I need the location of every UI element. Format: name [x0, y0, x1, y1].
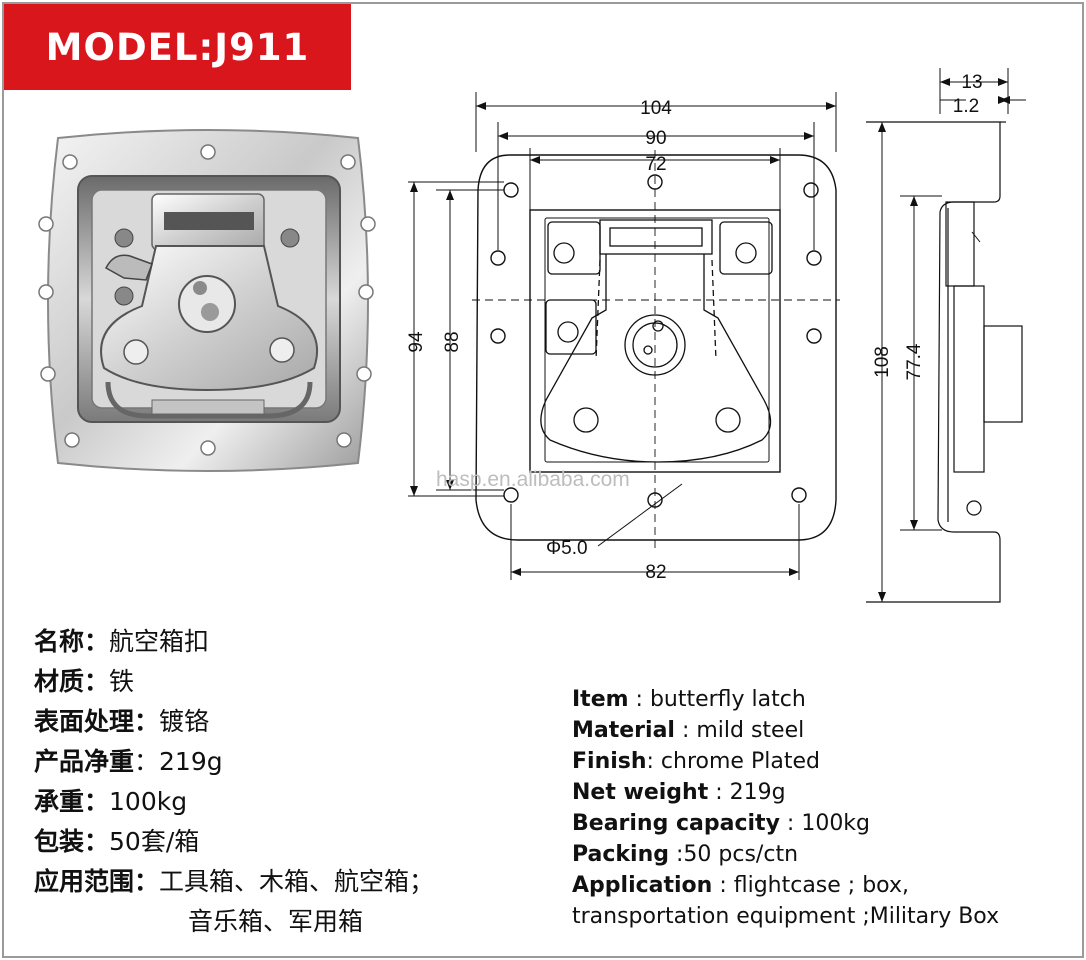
cn-spec-row: 产品净重：219g [34, 742, 554, 782]
model-title: MODEL:J911 [45, 25, 310, 69]
en-spec-key: Packing [572, 842, 670, 867]
english-spec-list: Item : butterfly latch Material : mild s… [572, 684, 1072, 932]
dim-88: 88 [442, 331, 463, 352]
en-spec-row: Item : butterfly latch [572, 684, 1072, 715]
en-spec-value: : 219g [708, 780, 786, 805]
en-spec-row: Net weight : 219g [572, 777, 1072, 808]
en-spec-value: : flightcase ; box, [712, 873, 909, 898]
en-spec-value: : chrome Plated [646, 749, 820, 774]
cn-spec-row: 名称：航空箱扣 [34, 622, 554, 662]
dim-72: 72 [645, 154, 666, 175]
technical-drawing: 104 90 72 94 88 Φ5.0 82 13 1.2 108 77.4 … [406, 68, 1026, 603]
cn-spec-row: 包装：50套/箱 [34, 822, 554, 862]
en-spec-row: Material : mild steel [572, 715, 1072, 746]
cn-spec-value: ：219g [134, 747, 223, 776]
cn-spec-key: 名称： [34, 627, 110, 656]
en-spec-continuation: transportation equipment ;Military Box [572, 904, 1000, 929]
en-spec-key: Item [572, 687, 629, 712]
cn-spec-row: 表面处理：镀铬 [34, 702, 554, 742]
en-spec-value: : mild steel [674, 718, 805, 743]
chinese-spec-list: 名称：航空箱扣 材质：铁 表面处理：镀铬 产品净重：219g 承重：100kg … [34, 622, 554, 942]
cn-spec-value: 工具箱、木箱、航空箱； [159, 867, 435, 896]
cn-spec-row: 承重：100kg [34, 782, 554, 822]
cn-spec-value: 铁 [109, 667, 135, 696]
cn-spec-key: 包装： [34, 827, 110, 856]
en-spec-key: Application [572, 873, 713, 898]
dim-104: 104 [640, 98, 672, 119]
en-spec-key: Net weight [572, 780, 709, 805]
cn-spec-key: 应用范围： [34, 867, 160, 896]
dim-hole-dia: Φ5.0 [546, 538, 588, 559]
cn-spec-row: 应用范围：工具箱、木箱、航空箱； [34, 862, 554, 902]
cn-spec-value: 航空箱扣 [109, 627, 210, 656]
en-spec-row: Packing :50 pcs/ctn [572, 839, 1072, 870]
en-spec-row: Bearing capacity : 100kg [572, 808, 1072, 839]
cn-spec-key: 承重： [34, 787, 110, 816]
dim-90: 90 [645, 128, 666, 149]
product-photo [38, 129, 376, 472]
en-spec-key: Finish [572, 749, 647, 774]
en-spec-value: : butterfly latch [628, 687, 806, 712]
en-spec-key: Material [572, 718, 675, 743]
en-spec-key: Bearing capacity [572, 811, 780, 836]
cn-spec-value: 100kg [109, 787, 188, 816]
dim-94: 94 [406, 331, 427, 353]
cn-spec-key: 材质： [34, 667, 110, 696]
cn-spec-row: 材质：铁 [34, 662, 554, 702]
dim-108: 108 [872, 346, 893, 378]
model-banner [4, 4, 351, 90]
cn-spec-value: 镀铬 [159, 707, 210, 736]
en-spec-value: : 100kg [779, 811, 871, 836]
en-spec-row: Application : flightcase ; box, [572, 870, 1072, 901]
dim-1-2: 1.2 [953, 96, 979, 117]
cn-spec-continuation: 音乐箱、军用箱 [188, 907, 364, 936]
cn-spec-key: 表面处理： [34, 707, 160, 736]
dim-77-4: 77.4 [904, 343, 925, 380]
watermark-text: hasp.en.alibaba.com [436, 468, 630, 491]
cn-spec-value: 50套/箱 [109, 827, 200, 856]
en-spec-value: :50 pcs/ctn [669, 842, 799, 867]
dim-13: 13 [961, 72, 982, 93]
cn-spec-key: 产品净重 [34, 747, 135, 776]
en-spec-row: Finish: chrome Plated [572, 746, 1072, 777]
dim-82: 82 [645, 562, 666, 583]
